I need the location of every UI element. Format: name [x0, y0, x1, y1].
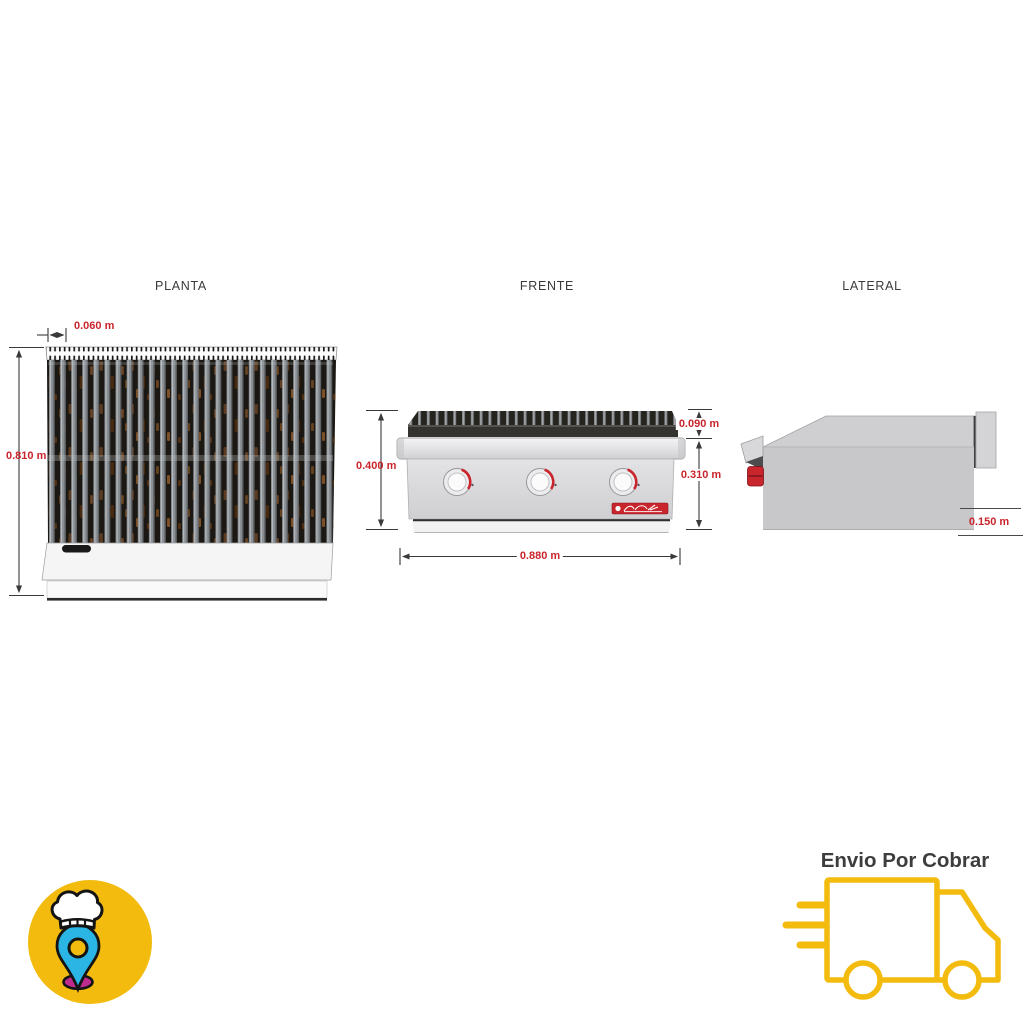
frente-view-label: FRENTE — [519, 279, 575, 293]
lateral-drawing — [740, 411, 1023, 537]
planta-offset-dim-lines — [37, 328, 67, 342]
side-rear-panel — [975, 411, 997, 469]
planta-depth-dim-label: 0.810 m — [6, 450, 47, 462]
frente-drawing — [366, 408, 712, 565]
pilot-slot — [62, 545, 91, 553]
shipping-label: Envio Por Cobrar — [820, 849, 990, 872]
chef-hat-pin-logo — [28, 880, 152, 1004]
bottom-band — [412, 519, 671, 533]
front-panel-top — [41, 542, 334, 581]
lateral-view-label: LATERAL — [842, 279, 902, 293]
frente-grate-dim-label: 0.090 m — [675, 418, 723, 430]
chef-hat-icon — [50, 889, 104, 930]
pin-hole — [67, 937, 89, 959]
brand-badge — [611, 502, 669, 515]
delivery-truck-icon — [782, 877, 1001, 1000]
side-top-surface — [762, 415, 976, 448]
planta-drawing — [9, 328, 338, 601]
grill-front-view — [396, 411, 686, 533]
frente-height-dim-label: 0.400 m — [356, 460, 397, 472]
frente-body-dim-label: 0.310 m — [677, 469, 725, 481]
truck-speed-lines — [782, 901, 829, 949]
top-ledge — [396, 437, 686, 460]
front-grate-lip — [408, 425, 678, 437]
lateral-base-dim-label: 0.150 m — [968, 516, 1010, 528]
planta-depth-dim-lines — [9, 346, 44, 597]
planta-view-label: PLANTA — [155, 279, 207, 293]
grill-side-view — [740, 411, 997, 530]
lateral-dim-lines — [958, 507, 1023, 537]
side-body — [763, 447, 974, 530]
grill-top-view — [41, 346, 338, 601]
truck-wheel-rear — [843, 960, 883, 1000]
planta-offset-dim-label: 0.060 m — [74, 320, 115, 332]
truck-box — [824, 877, 940, 983]
truck-wheel-front — [942, 960, 982, 1000]
base-ledge — [46, 580, 328, 599]
frente-width-dim-label: 0.880 m — [516, 550, 564, 562]
truck-cab — [934, 889, 1001, 983]
